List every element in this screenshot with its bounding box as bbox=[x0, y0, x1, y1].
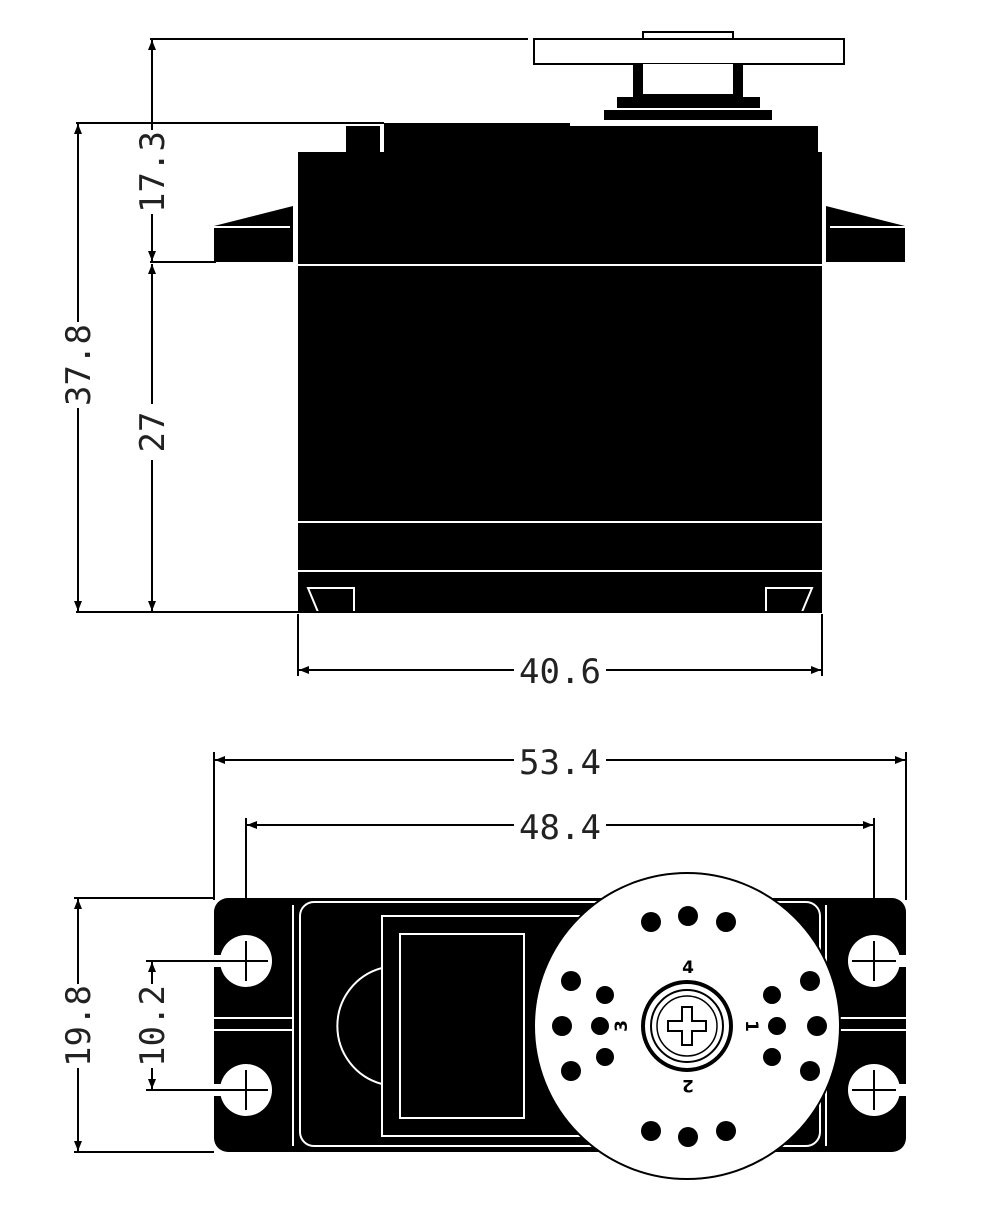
mounting-ear-left bbox=[214, 206, 293, 262]
output-horn-side bbox=[533, 31, 845, 120]
dimension-hole-spacing-label: 10.2 bbox=[133, 985, 173, 1067]
dimension-overall-length: 53.4 bbox=[213, 742, 907, 900]
side-view: 17.3 37.8 27 40.6 bbox=[59, 31, 905, 692]
dimension-body-height: 27 bbox=[133, 264, 173, 611]
dimension-total-height: 37.8 bbox=[59, 122, 384, 613]
dimension-width-label: 19.8 bbox=[59, 985, 99, 1067]
top-view: 4 1 2 3 53.4 48.4 19.8 bbox=[59, 742, 907, 1180]
mounting-ear-right bbox=[826, 206, 905, 262]
horn-label-left: 3 bbox=[612, 1020, 632, 1032]
dimension-hole-spacing: 10.2 bbox=[133, 960, 246, 1091]
dimension-total-height-label: 37.8 bbox=[59, 324, 99, 406]
servo-body-side bbox=[298, 152, 822, 613]
dimension-hole-span-label: 48.4 bbox=[519, 808, 601, 848]
dimension-overall-length-label: 53.4 bbox=[519, 743, 601, 783]
cross-screw-icon bbox=[667, 1006, 707, 1046]
round-output-horn: 4 1 2 3 bbox=[533, 872, 841, 1180]
servo-top-cap bbox=[346, 123, 818, 153]
dimension-body-width: 40.6 bbox=[297, 614, 823, 692]
dimension-body-height-label: 27 bbox=[133, 412, 173, 453]
dimension-hole-span: 48.4 bbox=[245, 807, 875, 898]
dimension-width: 19.8 bbox=[59, 897, 214, 1153]
horn-holes bbox=[552, 906, 827, 1147]
horn-label-right: 1 bbox=[741, 1020, 761, 1032]
horn-label-top: 4 bbox=[682, 958, 694, 978]
horn-label-bottom: 2 bbox=[682, 1075, 694, 1095]
dimension-horn-height-label: 17.3 bbox=[133, 131, 173, 213]
dimension-body-width-label: 40.6 bbox=[519, 652, 601, 692]
dimension-horn-height: 17.3 bbox=[133, 38, 528, 263]
